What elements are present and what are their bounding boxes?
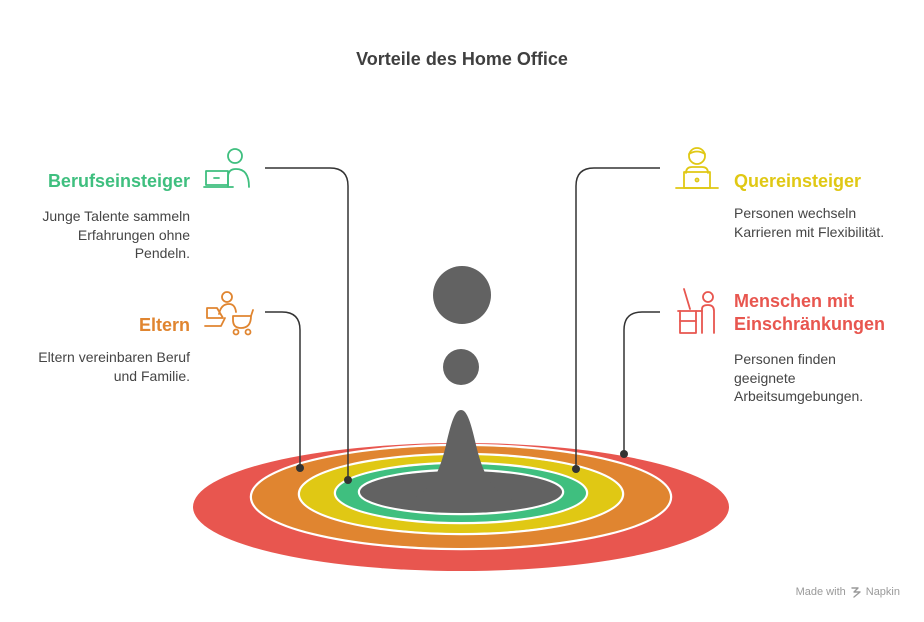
drop-small [443,349,479,385]
parent-stroller-icon [204,291,254,336]
connector-dot-berufseinsteiger [344,476,352,484]
connector-dot-quereinsteiger [572,465,580,473]
connector-berufseinsteiger [265,167,349,478]
desc-menschen: Personen finden geeignete Arbeitsumgebun… [734,351,864,404]
desc-eltern: Eltern vereinbaren Beruf und Familie. [38,349,190,384]
person-desk-icon [677,288,715,334]
watermark-brand: Napkin [865,586,900,598]
connector-eltern [265,311,301,466]
heading-menschen: Menschen mit Einschränkungen [734,291,886,334]
watermark-prefix: Made with [795,586,846,598]
connector-quereinsteiger [575,167,660,467]
connector-dot-eltern [296,464,304,472]
connector-dot-menschen [620,450,628,458]
heading-quereinsteiger: Quereinsteiger [734,171,862,191]
connector-menschen [623,311,660,452]
splash-peak [398,410,524,506]
page-title: Vorteile des Home Office [356,49,568,69]
desc-quereinsteiger: Personen wechseln Karrieren mit Flexibil… [734,205,885,240]
heading-berufseinsteiger: Berufseinsteiger [47,171,190,191]
napkin-logo-icon [851,587,861,598]
watermark: Made with Napkin [796,586,900,598]
heading-eltern: Eltern [138,315,190,335]
desc-berufseinsteiger: Junge Talente sammeln Erfahrungen ohne P… [42,208,190,261]
person-computer-icon [675,147,719,189]
person-laptop-icon [203,148,250,188]
drop-large [433,266,491,324]
